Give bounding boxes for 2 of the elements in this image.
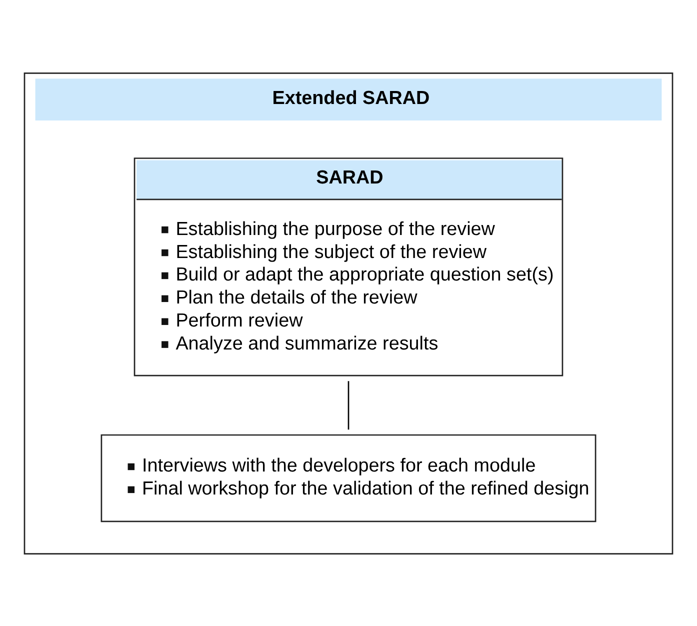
connector (348, 380, 350, 430)
node-box: Interviews with the developers for each module Final workshop for the validation of the refined design (100, 434, 596, 522)
